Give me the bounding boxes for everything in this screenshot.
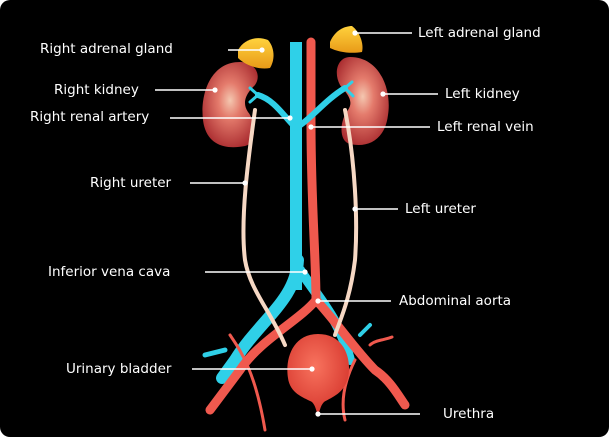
label-left-ureter: Left ureter	[405, 201, 476, 217]
label-inferior-vena-cava: Inferior vena cava	[48, 264, 171, 280]
label-left-adrenal-gland: Left adrenal gland	[418, 25, 541, 41]
left-adrenal-gland-shape	[330, 26, 363, 53]
label-right-ureter: Right ureter	[90, 175, 172, 191]
urinary-bladder-shape	[287, 334, 350, 414]
label-right-renal-artery: Right renal artery	[30, 109, 150, 125]
label-right-adrenal-gland: Right adrenal gland	[40, 41, 173, 57]
right-adrenal-gland-shape	[238, 38, 274, 69]
label-left-kidney: Left kidney	[445, 86, 520, 102]
label-right-kidney: Right kidney	[54, 82, 139, 98]
label-urethra: Urethra	[443, 406, 495, 422]
renal-veins	[248, 80, 355, 131]
right-kidney-shape	[202, 62, 258, 148]
left-kidney-shape	[336, 57, 389, 145]
label-abdominal-aorta: Abdominal aorta	[399, 293, 512, 309]
aorta-shape	[205, 37, 410, 432]
label-urinary-bladder: Urinary bladder	[66, 361, 172, 377]
label-left-renal-vein: Left renal vein	[437, 119, 534, 135]
leader-lines	[155, 30, 438, 417]
ureters	[241, 108, 359, 347]
